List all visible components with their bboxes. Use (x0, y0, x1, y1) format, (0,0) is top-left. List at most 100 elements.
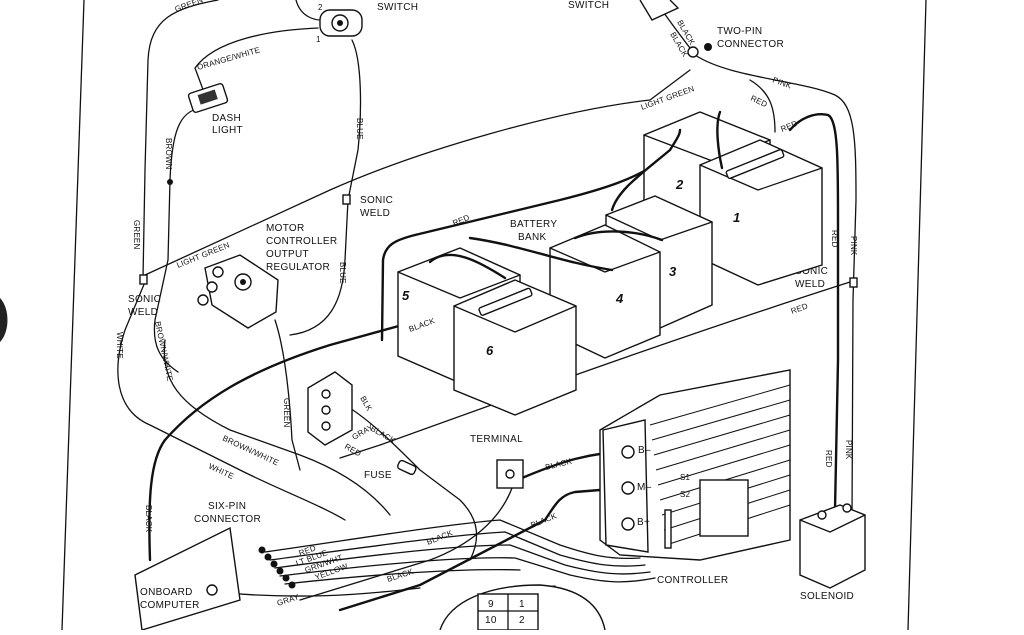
controller-label-plate (699, 479, 749, 537)
solenoid-post-1 (817, 510, 827, 520)
controller-fin-3 (653, 414, 791, 456)
key-switch: 2 1 (295, 0, 363, 44)
pin-table: 9 1 10 2 (439, 584, 606, 631)
switch-label-right: SWITCH (568, 0, 609, 11)
terminal-post (505, 469, 515, 479)
onboard-computer (134, 526, 241, 631)
two-pin-connector-pin-b (704, 43, 712, 51)
solenoid-body (799, 504, 866, 589)
solenoid-post-2 (842, 503, 852, 513)
battery-number-2: 2 (675, 177, 684, 192)
frame-left-border (61, 0, 85, 631)
six-pin-pin-2 (264, 553, 272, 561)
six-pin-pin-5 (282, 574, 290, 582)
wire-label: RED (824, 450, 833, 468)
battery-jumper-5-4 (468, 236, 614, 272)
splice-dot-brown (167, 179, 173, 185)
battery-6-top-edge (453, 305, 577, 333)
six-pin-pin-4 (276, 567, 284, 575)
controller-fin-4 (655, 429, 791, 471)
fuse (397, 459, 417, 476)
battery-1-top-edge (699, 164, 823, 191)
controller-terminal-label-s1: S1 (680, 473, 691, 482)
battery-jumper-3-2 (610, 128, 682, 212)
key-switch-center (337, 20, 343, 26)
onboard-computer-label-2: COMPUTER (140, 600, 200, 611)
sonic-weld-top-label-2: WELD (360, 208, 390, 219)
motor-controller-label-1: MOTOR (266, 223, 305, 234)
onboard-computer-label-1: ONBOARD (140, 587, 193, 598)
six-pin-connector-label-2: CONNECTOR (194, 514, 261, 525)
wire-label: GREEN (132, 220, 141, 249)
controller (599, 369, 791, 561)
sonic-weld-top-label-1: SONIC (360, 195, 393, 206)
two-pin-connector-label-1: TWO-PIN (717, 26, 762, 37)
regulator-hub-center (240, 279, 246, 285)
solenoid (799, 503, 866, 589)
fuse-body (397, 459, 417, 476)
pin-table-cell: 2 (519, 615, 525, 626)
dash-light (187, 83, 229, 113)
solenoid-label: SOLENOID (800, 591, 854, 602)
battery-bank: 2 1 3 4 5 6 (397, 110, 823, 416)
battery-number-5: 5 (402, 288, 410, 303)
regulator-terminal-3 (197, 294, 209, 306)
battery-number-3: 3 (669, 264, 677, 279)
battery-jumper-2-1 (716, 110, 724, 170)
sonic-weld-right-label-2: WELD (795, 279, 825, 290)
forward-reverse-switch (639, 0, 680, 21)
pin-table-cell: 10 (485, 615, 497, 626)
wire-label: BLUE (338, 262, 347, 284)
six-pin-pin-6 (288, 581, 296, 589)
sonic-weld-right-label-1: SONIC (795, 266, 828, 277)
light-green-wire (144, 69, 691, 276)
orange-white-wire (194, 27, 319, 96)
red-wire-right (788, 113, 840, 512)
wire-label: PINK (849, 236, 858, 256)
green-wire-left (142, 0, 219, 279)
six-pin-pin-1 (258, 546, 266, 554)
white-wire (117, 281, 346, 521)
harness-wire-3 (274, 544, 651, 575)
black-wire-controller (338, 486, 627, 612)
battery-4-top-edge (549, 247, 661, 273)
motor-controller-label-4: REGULATOR (266, 262, 330, 273)
key-switch-pin-2: 2 (318, 3, 323, 12)
onboard-computer-body (134, 526, 241, 631)
two-pin-connector-label-2: CONNECTOR (717, 39, 784, 50)
regulator-terminal-2 (206, 281, 218, 293)
red-wire-bank (380, 158, 662, 342)
battery-bank-label-2: BANK (518, 232, 546, 243)
two-pin-connector-pin-a (687, 46, 699, 58)
battery-6-handle (478, 287, 533, 316)
dash-light-label-1: DASH (212, 113, 241, 124)
pin-table-cell: 1 (519, 599, 525, 610)
red-wire-long (339, 281, 851, 459)
six-pin-connector (258, 546, 296, 589)
pink-wire (694, 54, 857, 521)
dash-light-label-2: LIGHT (212, 125, 243, 136)
binder-hole (0, 298, 8, 342)
battery-number-4: 4 (615, 291, 624, 306)
battery-jumper-4-3 (573, 230, 664, 242)
red-wire-top (749, 79, 776, 133)
six-pin-pin-3 (270, 560, 278, 568)
switch-label-left: SWITCH (377, 2, 418, 13)
harness-wire-1 (264, 519, 641, 560)
battery-jumper-5-6 (428, 253, 507, 280)
solenoid-top-edge (799, 514, 866, 533)
key-switch-pin-1: 1 (316, 35, 321, 44)
battery-6: 6 (453, 279, 577, 416)
terminal (496, 459, 524, 489)
green-wire-mid (274, 319, 301, 471)
battery-bank-label-1: BATTERY (510, 219, 557, 230)
motor-controller-output-regulator (197, 254, 279, 329)
black-wire-bank (148, 303, 477, 562)
controller-fin-5 (657, 444, 791, 486)
controller-terminal-b-minus (621, 445, 635, 459)
onboard-computer-plug (206, 584, 218, 596)
harness-wire-4 (279, 557, 656, 583)
wire-label: GREEN (282, 398, 291, 427)
harness-wire-2 (269, 531, 646, 567)
